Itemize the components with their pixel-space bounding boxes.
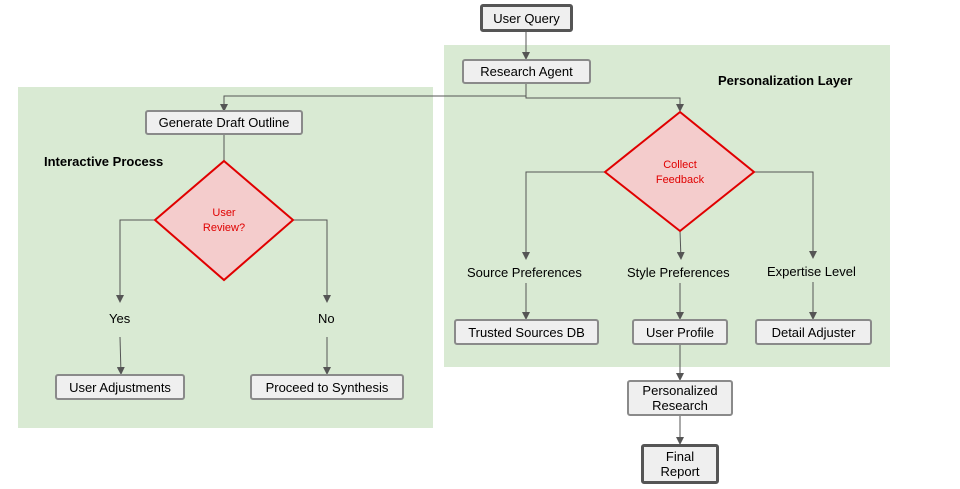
edge-yes-to-adjustments: [116, 336, 125, 375]
final-report-node: Final Report: [641, 444, 719, 484]
detail-adjuster-node: Detail Adjuster: [755, 319, 872, 345]
edge-feedback-to-style: [676, 230, 685, 260]
edge-agent-to-feedback: [525, 96, 684, 112]
personalization-layer-title: Personalization Layer: [718, 73, 853, 88]
trusted-sources-node: Trusted Sources DB: [454, 319, 599, 345]
proceed-synthesis-node: Proceed to Synthesis: [250, 374, 404, 400]
expertise-level-label: Expertise Level: [767, 264, 856, 279]
edge-feedback-to-expertise: [754, 171, 817, 259]
personalized-research-node: Personalized Research: [627, 380, 733, 416]
edge-review-to-yes: [116, 219, 155, 303]
interactive-process-title: Interactive Process: [44, 154, 164, 169]
no-label: No: [318, 311, 335, 326]
edge-agent-to-outline: [220, 83, 527, 112]
user-query-node: User Query: [480, 4, 573, 32]
user-review-diamond: [153, 159, 295, 282]
research-agent-node: Research Agent: [462, 59, 591, 84]
collect-feedback-text: Collect Feedback: [655, 159, 705, 186]
user-profile-node: User Profile: [632, 319, 728, 345]
user-adjustments-node: User Adjustments: [55, 374, 185, 400]
user-review-text: User Review?: [202, 207, 246, 234]
yes-label: Yes: [109, 311, 131, 326]
edge-feedback-to-source: [522, 171, 605, 260]
collect-feedback-diamond: [603, 110, 756, 233]
source-preferences-label: Source Preferences: [467, 265, 582, 280]
style-preferences-label: Style Preferences: [627, 265, 730, 280]
edge-review-to-no: [293, 219, 331, 303]
draft-outline-node: Generate Draft Outline: [145, 110, 303, 135]
